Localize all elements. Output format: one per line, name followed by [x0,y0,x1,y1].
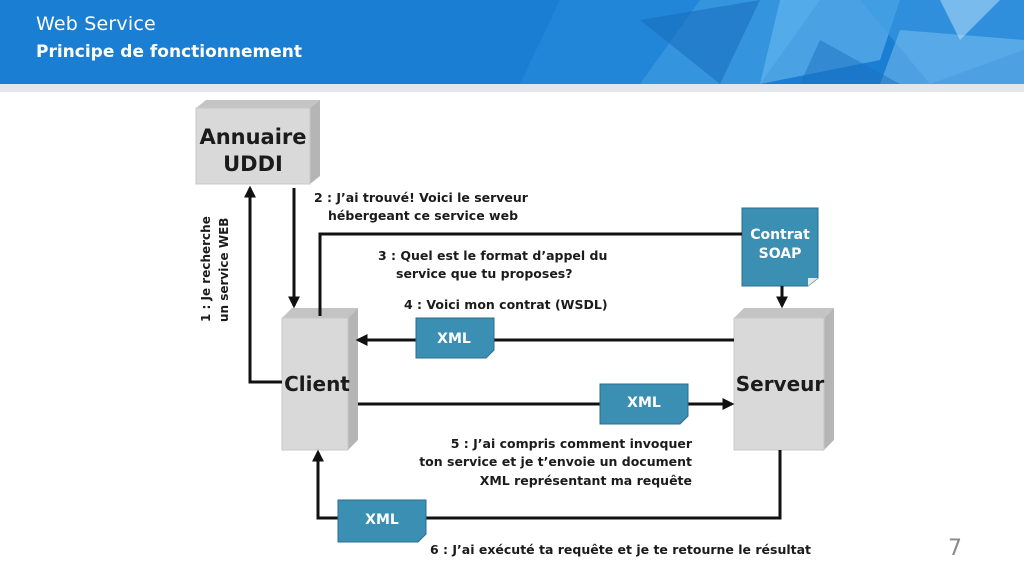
client-label: Client [284,372,350,396]
header-shadow-band [0,84,1024,92]
contract-label-line1: Contrat [750,227,810,243]
step2-line1: 2 : J’ai trouvé! Voici le serveur [314,190,529,205]
server-label: Serveur [736,372,825,396]
step6-label: 6 : J’ai exécuté ta requête et je te ret… [430,542,811,557]
directory-label-line1: Annuaire [199,125,306,149]
step5-line1: 5 : J’ai compris comment invoquer [451,436,693,451]
step3-line2: service que tu proposes? [396,266,573,281]
step1-line2: un service WEB [217,218,231,322]
step2-line2: hébergeant ce service web [328,208,518,223]
step1-label: 1 : Je recherche un service WEB [199,216,231,322]
slide-subtitle: Principe de fonctionnement [36,42,303,62]
xml-label: XML [437,331,471,347]
step5-line2: ton service et je t’envoie un document [419,454,692,469]
client-box: Client [281,308,358,451]
page-number: 7 [948,536,962,561]
xml-document-result: XML [337,499,427,543]
uddi-directory-box: Annuaire UDDI [195,100,320,185]
arrow-step6 [312,449,782,520]
step5-line3: XML représentant ma requête [480,473,692,488]
arrow-step1 [244,185,282,384]
step4-label: 4 : Voici mon contrat (WSDL) [404,297,608,312]
xml-label: XML [365,512,399,528]
contract-label-line2: SOAP [759,246,802,262]
xml-document-request: XML [599,383,689,425]
slide-title: Web Service [36,13,156,35]
step3-line1: 3 : Quel est le format d’appel du [378,248,607,263]
xml-document-response: XML [415,317,495,359]
server-box: Serveur [733,308,834,451]
polygon-pattern [520,0,1024,84]
arrow-step3 [318,232,742,316]
web-service-diagram: Annuaire UDDI Client Serveur Contrat SOA… [182,94,846,566]
soap-contract-document: Contrat SOAP [741,207,819,287]
directory-label-line2: UDDI [223,152,283,176]
header-banner: Web Service Principe de fonctionnement [0,0,1024,84]
step1-line1: 1 : Je recherche [199,216,213,322]
xml-label: XML [627,395,661,411]
